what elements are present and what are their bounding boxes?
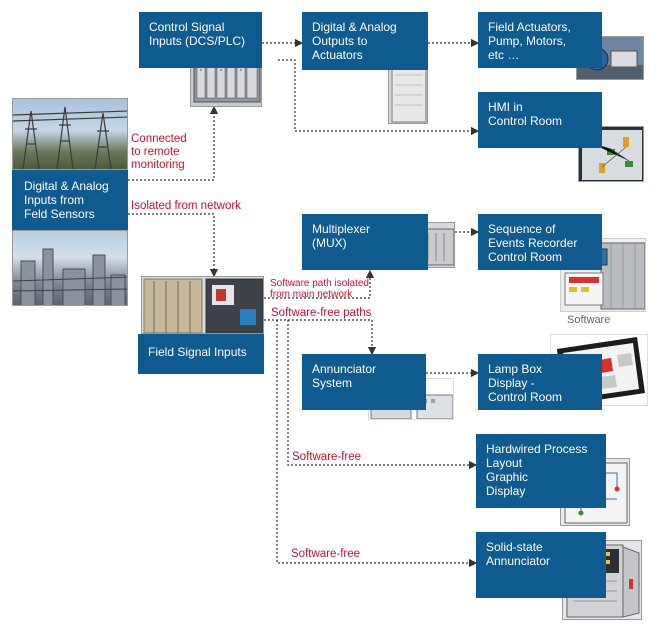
isolated-label: Isolated from network <box>131 200 241 212</box>
connector-to-hardwired <box>287 320 478 470</box>
hmi-box: HMI in Control Room <box>478 92 602 148</box>
connector-source-to-control <box>128 105 219 181</box>
software-path-label: Software path isolated from main network <box>270 278 369 300</box>
field-actuators-box: Field Actuators, Pump, Motors, etc … <box>478 12 602 68</box>
connector-source-to-field <box>128 213 219 278</box>
field-signal-inputs-box: Field Signal Inputs <box>138 334 264 374</box>
software-free-label-2: Software-free <box>291 548 361 560</box>
hardwired-display-box: Hardwired Process Layout Graphic Display <box>476 434 606 508</box>
refinery-photo <box>12 230 128 306</box>
digital-analog-outputs-box: Digital & Analog Outputs to Actuators <box>302 12 428 70</box>
software-free-label-1: Software-free <box>292 451 362 463</box>
annunciator-system-box: Annunciator System <box>302 354 426 410</box>
software-free-paths-label: Software-free paths <box>271 307 372 319</box>
software-caption: Software <box>567 314 611 326</box>
connector-control-to-hmi <box>278 59 480 136</box>
field-signal-photo <box>141 276 264 334</box>
substation-photo <box>12 98 128 170</box>
connector-field-to-annunciator <box>264 319 377 356</box>
field-sensors-box: Digital & Analog Inputs from Feld Sensor… <box>12 170 128 230</box>
connected-label: Connected to remote monitoring <box>131 133 187 171</box>
multiplexer-box: Multiplexer (MUX) <box>302 214 428 270</box>
sequence-of-events-box: Sequence of Events Recorder Control Room <box>478 214 602 270</box>
lamp-box-display-box: Lamp Box Display - Control Room <box>478 354 602 410</box>
control-signal-box: Control Signal Inputs (DCS/PLC) <box>139 12 262 68</box>
connector-field-to-mux <box>264 269 375 299</box>
connector-to-solid-state <box>276 320 478 568</box>
solid-state-annunciator-box: Solid-state Annunciator <box>476 532 606 598</box>
